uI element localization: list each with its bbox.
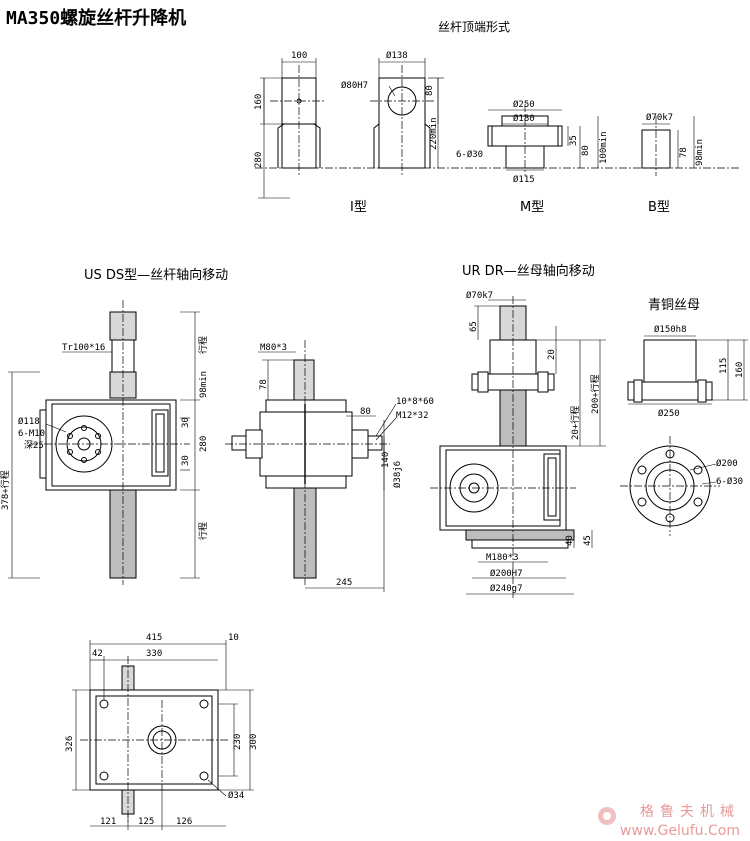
- dim-tr100: Tr100*16: [62, 343, 105, 353]
- dim-10: 10: [228, 633, 239, 643]
- dim-80: 80: [425, 85, 435, 96]
- dim-80c: 80: [360, 407, 371, 417]
- dim-6-30: 6-Ø30: [456, 149, 483, 160]
- dim-150h8: Ø150h8: [654, 324, 687, 335]
- dim-30b: 30: [181, 455, 191, 466]
- top-end-heading: 丝杆顶端形式: [438, 20, 511, 34]
- type-m-end: [487, 104, 563, 176]
- dim-415: 415: [146, 633, 162, 643]
- dim-98min: 98min: [695, 139, 705, 166]
- dim-121: 121: [100, 817, 116, 827]
- dim-42: 42: [92, 649, 103, 659]
- us-ds-heading: US DS型—丝杆轴向移动: [84, 268, 229, 283]
- dim-38j6: Ø38j6: [392, 461, 403, 488]
- dim-250: Ø250: [513, 99, 535, 110]
- dim-330: 330: [146, 649, 162, 659]
- dim-220min: 220min: [429, 117, 439, 150]
- dim-98min-b: 98min: [199, 371, 209, 398]
- type-b-label: B型: [648, 200, 670, 215]
- dim-326: 326: [65, 736, 75, 752]
- dim-depth25: 深25: [24, 440, 44, 451]
- dim-70k7: Ø70k7: [646, 112, 673, 123]
- dim-100: 100: [291, 51, 307, 61]
- type-b-end: [641, 116, 671, 176]
- type-m-label: M型: [520, 200, 545, 215]
- dim-160b: 160: [735, 362, 745, 378]
- dim-6-m10: 6-M10: [18, 429, 45, 439]
- ur-dr-heading: UR DR—丝母轴向移动: [462, 264, 595, 279]
- dim-20: 20: [547, 349, 557, 360]
- dim-200h7: Ø200H7: [490, 568, 523, 579]
- dim-138: Ø138: [386, 50, 408, 61]
- dim-200b: Ø200: [716, 458, 738, 469]
- type-i-end-front: [255, 65, 740, 175]
- type-i-end-side: [370, 65, 434, 175]
- dim-250b: Ø250: [658, 408, 680, 419]
- dim-80b: 80: [581, 145, 591, 156]
- flange-top-view: [620, 436, 720, 536]
- dim-100min: 100min: [599, 131, 609, 164]
- us-ds-side-dims: [258, 351, 397, 592]
- dim-6-30b: 6-Ø30: [716, 476, 743, 487]
- dim-230: 230: [233, 734, 243, 750]
- dim-280b: 280: [199, 436, 209, 452]
- dim-20-stroke: 20+行程: [569, 406, 581, 440]
- dim-30a: 30: [181, 417, 191, 428]
- dim-34: Ø34: [228, 790, 244, 801]
- dim-40: 40: [565, 535, 575, 546]
- dim-240g7: Ø240g7: [490, 583, 523, 594]
- top-dim-lines: [258, 58, 695, 199]
- dim-280: 280: [254, 152, 264, 168]
- bronze-nut-heading: 青铜丝母: [648, 298, 701, 313]
- dim-80h7: Ø80H7: [341, 80, 368, 91]
- drawing-title: MA350螺旋丝杆升降机: [6, 8, 187, 29]
- dim-118: Ø118: [18, 416, 40, 427]
- dim-m12: M12*32: [396, 411, 429, 421]
- dim-70k7b: Ø70k7: [466, 290, 493, 301]
- ur-dr-view: [430, 296, 576, 600]
- bottom-plan-view: [80, 656, 230, 822]
- bottom-plan-dims: [72, 640, 254, 830]
- watermark-logo-icon: [598, 807, 616, 825]
- us-ds-front-view: [30, 300, 190, 585]
- dim-m180: M180*3: [486, 553, 519, 563]
- dim-125: 125: [138, 817, 154, 827]
- watermark-url: www.Gelufu.Com: [620, 823, 740, 839]
- dim-300: 300: [249, 734, 259, 750]
- dim-126: 126: [176, 817, 192, 827]
- dim-78b: 78: [259, 379, 269, 390]
- dim-378: 378+行程: [0, 470, 11, 510]
- dim-245: 245: [336, 578, 352, 588]
- dim-key: 10*8*60: [396, 397, 434, 407]
- dim-65: 65: [469, 321, 479, 332]
- dim-35: 35: [569, 135, 579, 146]
- dim-140: 140: [381, 452, 391, 468]
- ur-dr-dims: [466, 299, 606, 595]
- dim-stroke-top: 行程: [197, 336, 209, 354]
- watermark-company: 格鲁夫机械: [640, 804, 740, 820]
- dim-78: 78: [679, 147, 689, 158]
- us-ds-front-dims: [8, 311, 200, 579]
- bronze-nut-section: [627, 335, 748, 405]
- dim-45: 45: [583, 535, 593, 546]
- dim-115b: 115: [719, 358, 729, 374]
- us-ds-side-view: [225, 340, 390, 585]
- dim-200-stroke: 200+行程: [589, 374, 601, 414]
- dim-stroke-bottom: 行程: [197, 522, 209, 540]
- type-i-label: I型: [350, 200, 367, 215]
- dim-m80: M80*3: [260, 343, 287, 353]
- dim-115: Ø115: [513, 174, 535, 185]
- dim-160: 160: [254, 94, 264, 110]
- dim-180: Ø180: [513, 113, 535, 124]
